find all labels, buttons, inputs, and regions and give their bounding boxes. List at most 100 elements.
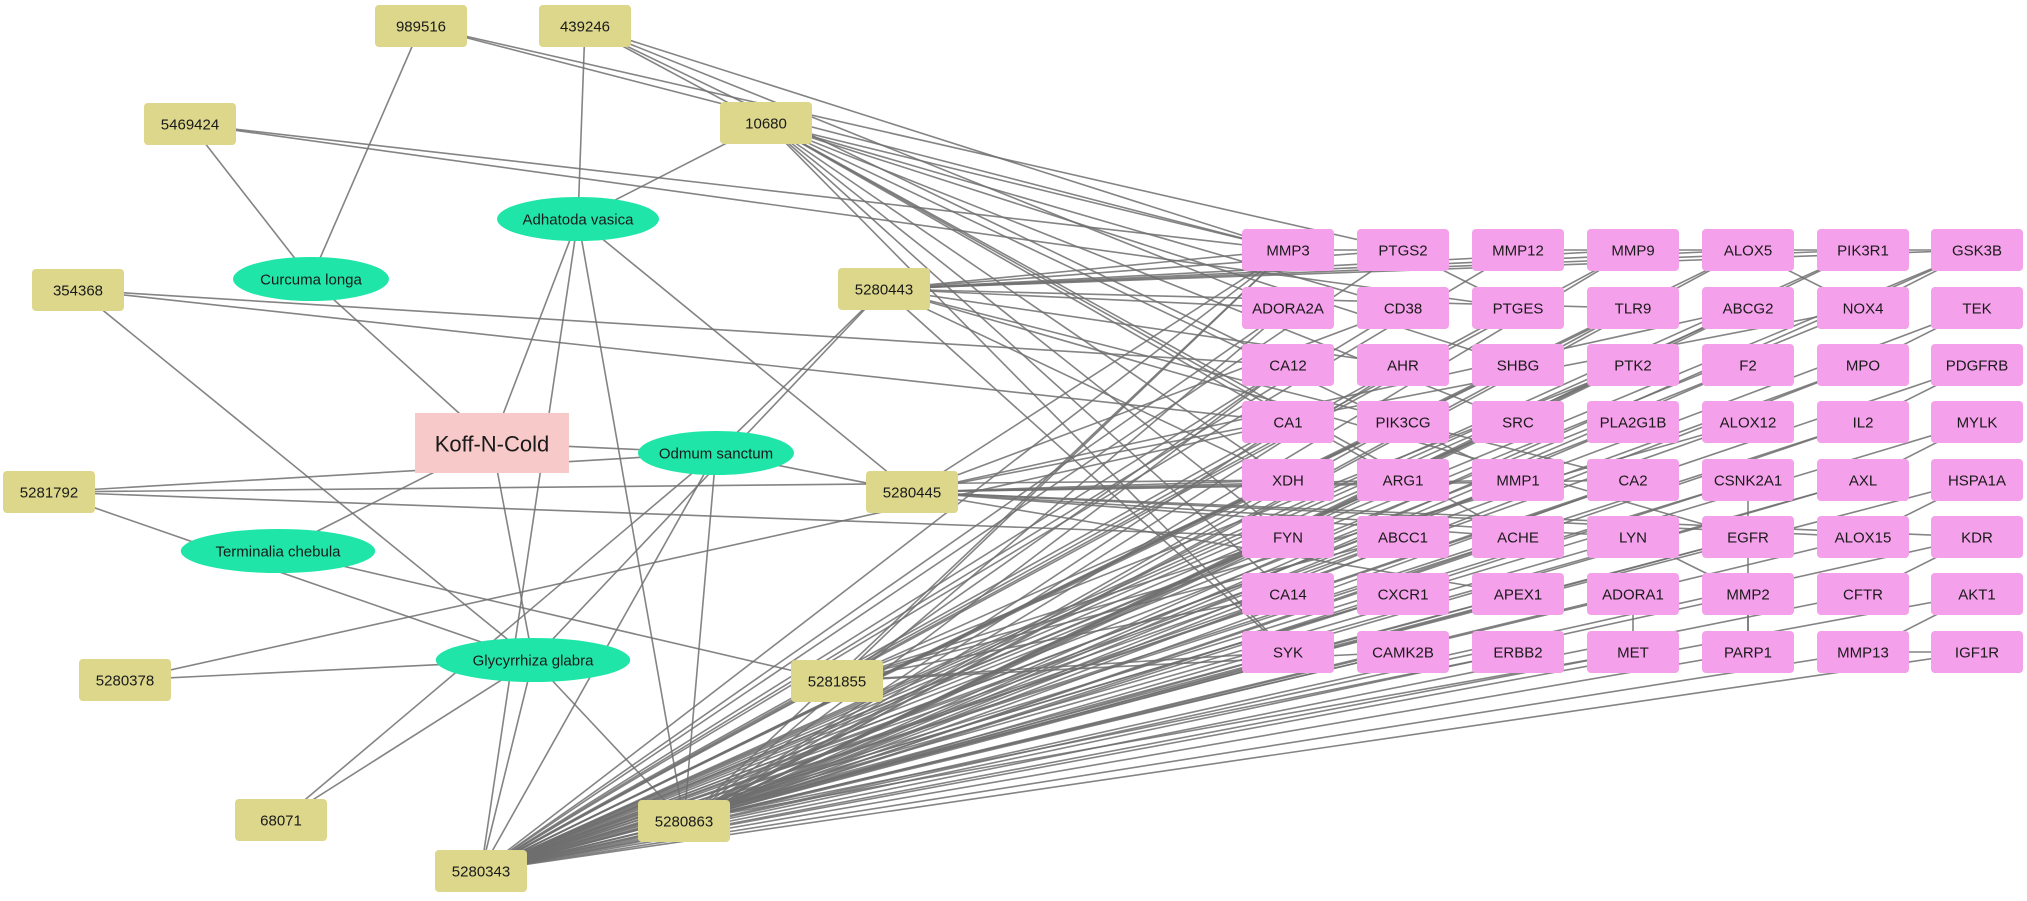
- target-node-axl[interactable]: AXL: [1817, 459, 1909, 501]
- target-node-igf1r[interactable]: IGF1R: [1931, 631, 2023, 673]
- target-node-egfr[interactable]: EGFR: [1702, 516, 1794, 558]
- target-node-mpo[interactable]: MPO: [1817, 344, 1909, 386]
- target-node-ptges[interactable]: PTGES: [1472, 287, 1564, 329]
- compound-node-354368[interactable]: 354368: [32, 269, 124, 311]
- target-node-adora2a[interactable]: ADORA2A: [1242, 287, 1334, 329]
- target-node-tek[interactable]: TEK: [1931, 287, 2023, 329]
- compound-node-5281792[interactable]: 5281792: [3, 471, 95, 513]
- compound-node-989516[interactable]: 989516: [375, 5, 467, 47]
- target-node-abcc1[interactable]: ABCC1: [1357, 516, 1449, 558]
- edge-OS-5280443: [715, 288, 885, 454]
- target-node-lyn[interactable]: LYN: [1587, 516, 1679, 558]
- target-node-gsk3b[interactable]: GSK3B: [1931, 229, 2023, 271]
- target-node-shbg[interactable]: SHBG: [1472, 344, 1564, 386]
- target-node-ptk2[interactable]: PTK2: [1587, 344, 1679, 386]
- target-node-parp1[interactable]: PARP1: [1702, 631, 1794, 673]
- target-node-apex1[interactable]: APEX1: [1472, 573, 1564, 615]
- target-node-syk[interactable]: SYK: [1242, 631, 1334, 673]
- target-node-mmp12[interactable]: MMP12: [1472, 229, 1564, 271]
- target-node-mmp13[interactable]: MMP13: [1817, 631, 1909, 673]
- target-node-alox15[interactable]: ALOX15: [1817, 516, 1909, 558]
- target-node-pik3cg[interactable]: PIK3CG: [1357, 401, 1449, 443]
- target-node-tlr9[interactable]: TLR9: [1587, 287, 1679, 329]
- target-node-akt1-shape: [1931, 573, 2023, 615]
- target-node-adora1[interactable]: ADORA1: [1587, 573, 1679, 615]
- edge-5280443-XDH: [883, 288, 1289, 481]
- target-node-ca12[interactable]: CA12: [1242, 344, 1334, 386]
- target-node-kdr-label: KDR: [1961, 530, 1993, 547]
- compound-node-5280378[interactable]: 5280378: [79, 659, 171, 701]
- target-node-ahr[interactable]: AHR: [1357, 344, 1449, 386]
- target-node-cftr[interactable]: CFTR: [1817, 573, 1909, 615]
- compound-node-5280378-shape: [79, 659, 171, 701]
- target-node-abcg2[interactable]: ABCG2: [1702, 287, 1794, 329]
- target-node-ptk2-shape: [1587, 344, 1679, 386]
- target-node-il2[interactable]: IL2: [1817, 401, 1909, 443]
- compound-node-68071[interactable]: 68071: [235, 799, 327, 841]
- target-node-mmp1[interactable]: MMP1: [1472, 459, 1564, 501]
- compound-node-5280863-label: 5280863: [655, 814, 713, 831]
- target-node-met[interactable]: MET: [1587, 631, 1679, 673]
- edge-5280343-PDGFRB: [480, 364, 1978, 872]
- compound-node-5469424[interactable]: 5469424: [144, 103, 236, 145]
- target-node-apex1-shape: [1472, 573, 1564, 615]
- target-node-cxcr1[interactable]: CXCR1: [1357, 573, 1449, 615]
- edge-AV-5280343: [480, 218, 579, 872]
- target-node-camk2b[interactable]: CAMK2B: [1357, 631, 1449, 673]
- target-node-mylk[interactable]: MYLK: [1931, 401, 2023, 443]
- herb-node-glycyrrhiza-glabra-label: Glycyrrhiza glabra: [473, 653, 595, 670]
- target-node-mmp2[interactable]: MMP2: [1702, 573, 1794, 615]
- target-node-ptgs2-shape: [1357, 229, 1449, 271]
- target-node-met-shape: [1587, 631, 1679, 673]
- compound-node-10680[interactable]: 10680: [720, 102, 812, 144]
- herb-node-curcuma-longa[interactable]: Curcuma longa: [233, 257, 389, 301]
- target-node-fyn[interactable]: FYN: [1242, 516, 1334, 558]
- target-node-src[interactable]: SRC: [1472, 401, 1564, 443]
- target-node-arg1[interactable]: ARG1: [1357, 459, 1449, 501]
- target-node-hspa1a[interactable]: HSPA1A: [1931, 459, 2023, 501]
- compound-node-439246[interactable]: 439246: [539, 5, 631, 47]
- target-node-ca1[interactable]: CA1: [1242, 401, 1334, 443]
- compound-node-5281855[interactable]: 5281855: [791, 660, 883, 702]
- target-node-mmp9[interactable]: MMP9: [1587, 229, 1679, 271]
- target-node-f2[interactable]: F2: [1702, 344, 1794, 386]
- formulation-node-koff-n-cold[interactable]: Koff-N-Cold: [415, 413, 569, 473]
- target-node-alox5[interactable]: ALOX5: [1702, 229, 1794, 271]
- target-node-pla2g1b-label: PLA2G1B: [1600, 415, 1667, 432]
- herb-node-odmum-sanctum[interactable]: Odmum sanctum: [638, 431, 794, 475]
- herb-node-terminalia-chebula[interactable]: Terminalia chebula: [180, 529, 376, 573]
- herb-node-adhatoda-vasica[interactable]: Adhatoda vasica: [497, 197, 659, 241]
- target-node-xdh[interactable]: XDH: [1242, 459, 1334, 501]
- target-node-erbb2[interactable]: ERBB2: [1472, 631, 1564, 673]
- target-node-cd38[interactable]: CD38: [1357, 287, 1449, 329]
- compound-node-5280443[interactable]: 5280443: [838, 268, 930, 310]
- target-node-cxcr1-shape: [1357, 573, 1449, 615]
- compound-node-989516-shape: [375, 5, 467, 47]
- herb-node-odmum-sanctum-label: Odmum sanctum: [659, 446, 773, 463]
- target-node-ache[interactable]: ACHE: [1472, 516, 1564, 558]
- target-node-mmp3[interactable]: MMP3: [1242, 229, 1334, 271]
- edge-5280863-CA1: [683, 421, 1289, 822]
- target-node-pla2g1b[interactable]: PLA2G1B: [1587, 401, 1679, 443]
- target-node-kdr[interactable]: KDR: [1931, 516, 2023, 558]
- compound-node-5280445[interactable]: 5280445: [866, 471, 958, 513]
- target-node-alox12[interactable]: ALOX12: [1702, 401, 1794, 443]
- target-node-ptgs2[interactable]: PTGS2: [1357, 229, 1449, 271]
- edge-5280863-ALOX5: [683, 249, 1749, 822]
- compound-node-5280343[interactable]: 5280343: [435, 850, 527, 892]
- target-node-pik3r1[interactable]: PIK3R1: [1817, 229, 1909, 271]
- target-node-ca2-label: CA2: [1618, 473, 1647, 490]
- target-node-ca2[interactable]: CA2: [1587, 459, 1679, 501]
- herb-node-glycyrrhiza-glabra[interactable]: Glycyrrhiza glabra: [435, 638, 631, 682]
- target-node-ca14-label: CA14: [1269, 587, 1307, 604]
- herb-node-odmum-sanctum-shape: [638, 431, 794, 475]
- target-node-mmp13-label: MMP13: [1837, 645, 1889, 662]
- target-node-akt1[interactable]: AKT1: [1931, 573, 2023, 615]
- target-node-nox4[interactable]: NOX4: [1817, 287, 1909, 329]
- compound-node-5280863[interactable]: 5280863: [638, 800, 730, 842]
- target-node-pdgfrb[interactable]: PDGFRB: [1931, 344, 2023, 386]
- target-node-mmp1-shape: [1472, 459, 1564, 501]
- target-node-csnk2a1[interactable]: CSNK2A1: [1702, 459, 1794, 501]
- target-node-ca14[interactable]: CA14: [1242, 573, 1334, 615]
